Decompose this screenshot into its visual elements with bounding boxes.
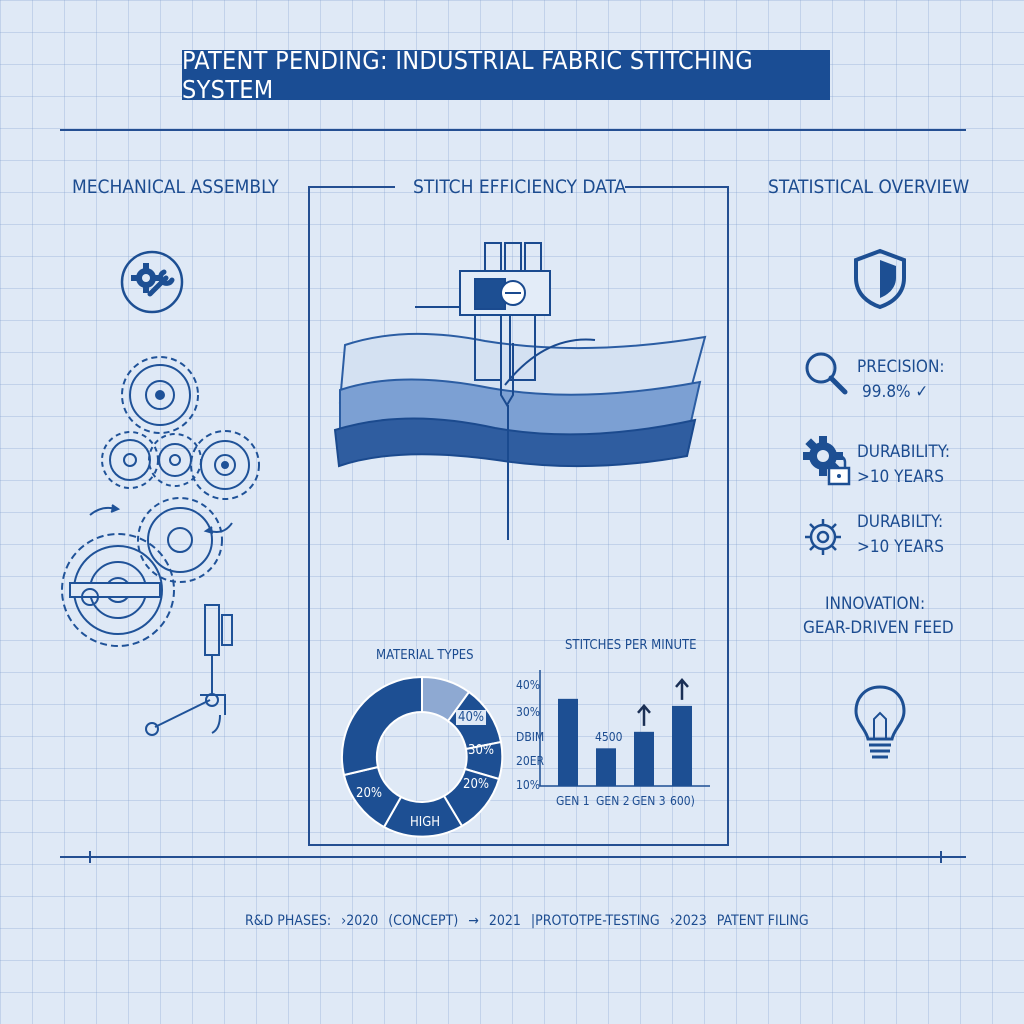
bar-annotation-4500: 4500 (595, 730, 623, 744)
top-divider (60, 129, 966, 131)
donut-label-40: 40% (456, 710, 486, 725)
timeline-concept: (CONCEPT) (388, 913, 459, 929)
durabilty-label: DURABILTY: (857, 512, 944, 532)
shield-icon (854, 248, 906, 310)
timeline-2021: 2021 (488, 913, 521, 929)
donut-slice-large (341, 675, 423, 777)
y-tick-1: 30% (516, 705, 540, 719)
gear-train-illustration (61, 356, 260, 736)
bar-0 (558, 698, 578, 786)
durability-value: >10 YEARS (857, 467, 944, 487)
y-tick-0: 40% (516, 678, 540, 692)
y-tick-3: 20ER (516, 754, 545, 768)
timeline-arrow: → (468, 913, 479, 929)
bar-up-arrow-2 (637, 703, 651, 726)
donut-label-20-left: 20% (356, 786, 382, 801)
timeline-2023: ›2023 (669, 913, 707, 929)
x-tick-1: GEN 2 (596, 794, 630, 808)
precision-label: PRECISION: (857, 357, 945, 377)
durability-label: DURABILITY: (857, 442, 950, 462)
timeline-prototype: |PROTOTPE-TESTING (530, 913, 660, 929)
x-tick-0: GEN 1 (556, 794, 590, 808)
donut-label-30: 30% (468, 743, 494, 758)
innovation-label: INNOVATION: (825, 594, 926, 614)
magnifier-icon (805, 352, 848, 395)
y-tick-4: 10% (516, 778, 540, 792)
lightbulb-icon (854, 685, 906, 759)
stitching-needle-illustration (333, 242, 707, 540)
rd-phases-timeline: R&D PHASES: ›2020 (CONCEPT) → 2021 |PROT… (245, 913, 815, 929)
bar-1 (596, 748, 616, 786)
gear-lock-icon (803, 436, 851, 486)
page-title: PATENT PENDING: INDUSTRIAL FABRIC STITCH… (182, 46, 830, 104)
x-tick-2: GEN 3 (632, 794, 666, 808)
donut-title: MATERIAL TYPES (376, 648, 474, 663)
x-tick-3: 600) (670, 794, 695, 808)
statistical-overview-heading: STATISTICAL OVERVIEW (768, 176, 970, 198)
timeline-2020: ›2020 (341, 913, 379, 929)
timeline-patent-filing: PATENT FILING (716, 913, 809, 929)
donut-label-20-right: 20% (463, 777, 489, 792)
durabilty-value: >10 YEARS (857, 537, 944, 557)
donut-label-high: HIGH (410, 815, 441, 830)
bottom-divider-tick-right (940, 851, 942, 863)
bottom-divider (60, 856, 966, 858)
timeline-label: R&D PHASES: (245, 913, 332, 929)
innovation-value: GEAR-DRIVEN FEED (803, 618, 954, 638)
bar-up-arrow-3 (675, 677, 689, 700)
gear-wrench-icon (120, 250, 184, 314)
bar-2 (634, 731, 654, 786)
stitch-efficiency-heading: STITCH EFFICIENCY DATA (413, 176, 627, 198)
bottom-divider-tick-left (89, 851, 91, 863)
stitches-per-minute-chart (539, 670, 710, 787)
gear-icon (805, 519, 841, 555)
bar-chart-title: STITCHES PER MINUTE (565, 638, 697, 653)
precision-value: 99.8% ✓ (862, 382, 929, 402)
bar-3 (672, 705, 692, 786)
y-tick-2: DBIM (516, 730, 545, 744)
mechanical-assembly-heading: MECHANICAL ASSEMBLY (72, 176, 279, 198)
material-types-donut (341, 675, 504, 838)
